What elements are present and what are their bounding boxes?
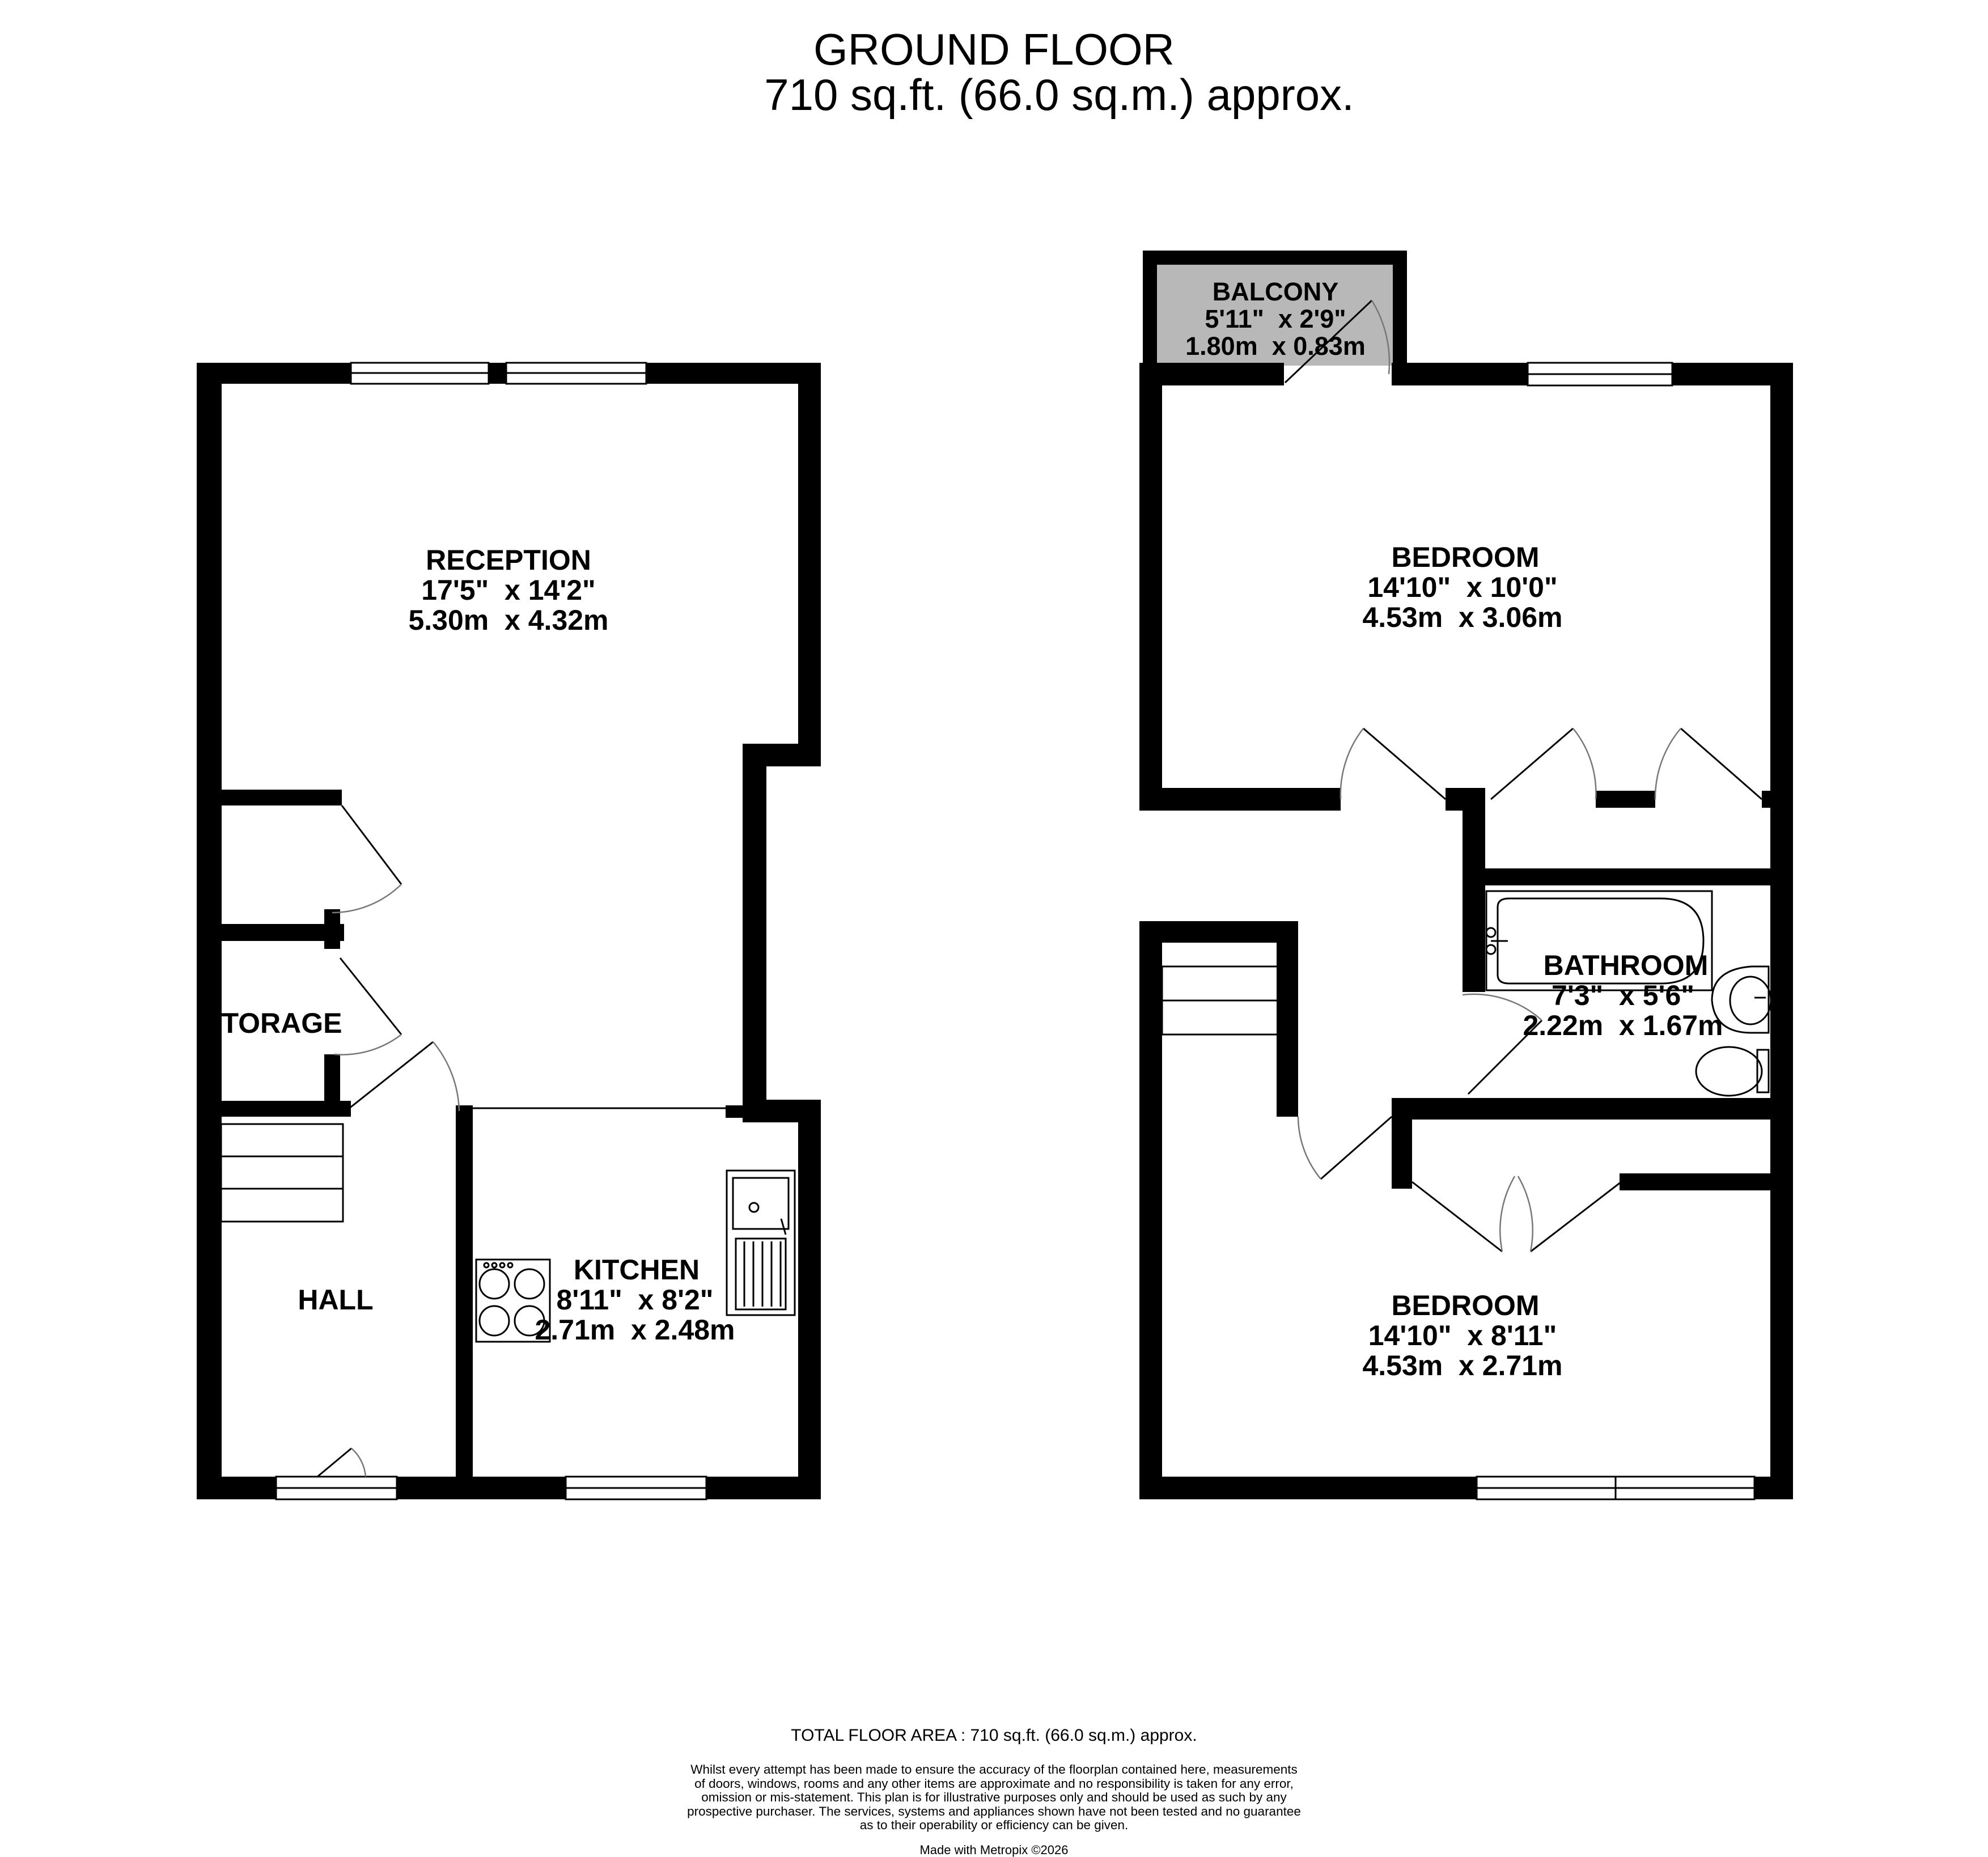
svg-text:HALL: HALL xyxy=(298,1284,373,1316)
svg-text:2.71m x 2.48m: 2.71m x 2.48m xyxy=(535,1314,735,1346)
bathtub-icon xyxy=(1485,890,1713,991)
disclaimer-line: Whilst every attempt has been made to en… xyxy=(690,1762,1298,1777)
floor-area: 710 sq.ft. (66.0 sq.m.) approx. xyxy=(764,70,1354,120)
disclaimer-line: of doors, windows, rooms and any other i… xyxy=(694,1776,1294,1791)
disclaimer-line: prospective purchaser. The services, sys… xyxy=(687,1804,1301,1818)
toilet-icon xyxy=(1695,1046,1770,1097)
left-unit-stairs xyxy=(220,1123,344,1223)
right-unit-walls xyxy=(1139,363,1793,1499)
svg-text:5.30m x 4.32m: 5.30m x 4.32m xyxy=(408,604,608,636)
balcony xyxy=(1143,251,1407,384)
svg-text:4.53m x 2.71m: 4.53m x 2.71m xyxy=(1362,1350,1562,1381)
room-label-bedroom-2: BEDROOM 14'10" x 8'11" 4.53m x 2.71m xyxy=(1362,1290,1562,1381)
room-label-reception: RECEPTION 17'5" x 14'2" 5.30m x 4.32m xyxy=(408,544,608,636)
disclaimer: Whilst every attempt has been made to en… xyxy=(0,1762,1988,1833)
room-label-kitchen: KITCHEN 8'11" x 8'2" 2.71m x 2.48m xyxy=(535,1254,735,1346)
svg-text:8'11" x 8'2": 8'11" x 8'2" xyxy=(557,1284,714,1316)
svg-text:7'3" x 5'6": 7'3" x 5'6" xyxy=(1552,980,1694,1011)
hob-icon xyxy=(475,1258,551,1343)
floor-title: GROUND FLOOR xyxy=(813,24,1175,74)
left-unit-doors xyxy=(317,805,726,1478)
room-label-bathroom: BATHROOM 7'3" x 5'6" 2.22m x 1.67m xyxy=(1523,949,1723,1041)
svg-text:TORAGE: TORAGE xyxy=(222,1007,342,1039)
room-label-bedroom-1: BEDROOM 14'10" x 10'0" 4.53m x 3.06m xyxy=(1362,541,1562,633)
svg-text:BEDROOM: BEDROOM xyxy=(1391,541,1539,573)
left-unit-walls xyxy=(197,363,821,1499)
svg-text:BALCONY: BALCONY xyxy=(1213,277,1339,306)
sink-icon xyxy=(726,1169,796,1316)
room-label-balcony: BALCONY 5'11" x 2'9" 1.80m x 0.83m xyxy=(1185,277,1366,361)
svg-text:RECEPTION: RECEPTION xyxy=(426,544,591,576)
svg-text:14'10" x 8'11": 14'10" x 8'11" xyxy=(1368,1320,1557,1351)
svg-text:BEDROOM: BEDROOM xyxy=(1391,1290,1539,1321)
svg-text:17'5" x 14'2": 17'5" x 14'2" xyxy=(421,574,596,606)
svg-text:4.53m x 3.06m: 4.53m x 3.06m xyxy=(1362,601,1562,633)
right-unit-doors xyxy=(1297,727,1762,1253)
svg-text:KITCHEN: KITCHEN xyxy=(574,1254,700,1286)
left-unit-windows xyxy=(275,362,707,1500)
svg-text:14'10" x 10'0": 14'10" x 10'0" xyxy=(1367,571,1557,603)
right-unit-windows xyxy=(1476,362,1756,1500)
svg-text:5'11" x 2'9": 5'11" x 2'9" xyxy=(1205,304,1346,333)
svg-text:1.80m x 0.83m: 1.80m x 0.83m xyxy=(1185,332,1366,361)
disclaimer-line: omission or mis-statement. This plan is … xyxy=(701,1790,1287,1804)
right-unit-stairs xyxy=(1161,965,1286,1036)
basin-icon xyxy=(1711,965,1772,1034)
room-label-hall: HALL xyxy=(298,1284,373,1316)
room-label-storage: TORAGE xyxy=(222,1007,342,1039)
svg-text:BATHROOM: BATHROOM xyxy=(1544,949,1709,981)
disclaimer-line: as to their operability or efficiency ca… xyxy=(859,1818,1129,1832)
total-floor-area: TOTAL FLOOR AREA : 710 sq.ft. (66.0 sq.m… xyxy=(791,1726,1197,1745)
svg-text:2.22m x 1.67m: 2.22m x 1.67m xyxy=(1523,1010,1723,1041)
made-with-credit: Made with Metropix ©2026 xyxy=(919,1843,1069,1857)
